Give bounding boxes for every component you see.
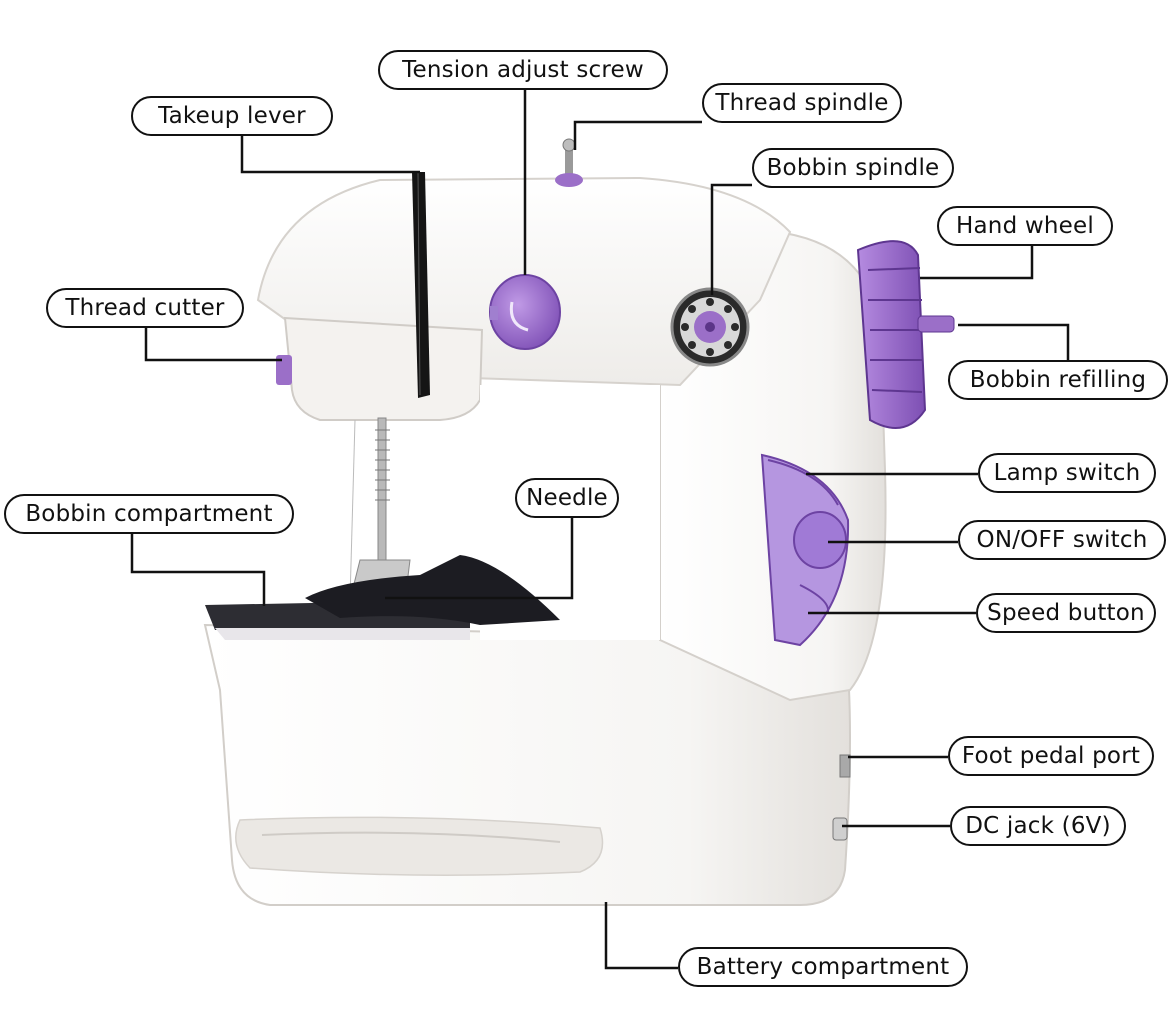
label-thread-spindle: Thread spindle: [702, 83, 902, 123]
label-bobbin-refilling: Bobbin refilling: [948, 360, 1168, 400]
label-bobbin-spindle: Bobbin spindle: [752, 148, 954, 188]
label-foot-pedal-port: Foot pedal port: [948, 736, 1154, 776]
label-needle: Needle: [515, 478, 619, 518]
label-dc-jack: DC jack (6V): [950, 806, 1126, 846]
label-on-off-switch: ON/OFF switch: [958, 520, 1166, 560]
label-tension-adjust-screw: Tension adjust screw: [378, 50, 668, 90]
label-speed-button: Speed button: [976, 593, 1156, 633]
label-lamp-switch: Lamp switch: [978, 453, 1156, 493]
label-takeup-lever: Takeup lever: [131, 96, 333, 136]
label-battery-compartment: Battery compartment: [678, 947, 968, 987]
label-bobbin-compartment: Bobbin compartment: [4, 494, 294, 534]
label-thread-cutter: Thread cutter: [46, 288, 244, 328]
label-hand-wheel: Hand wheel: [937, 206, 1113, 246]
